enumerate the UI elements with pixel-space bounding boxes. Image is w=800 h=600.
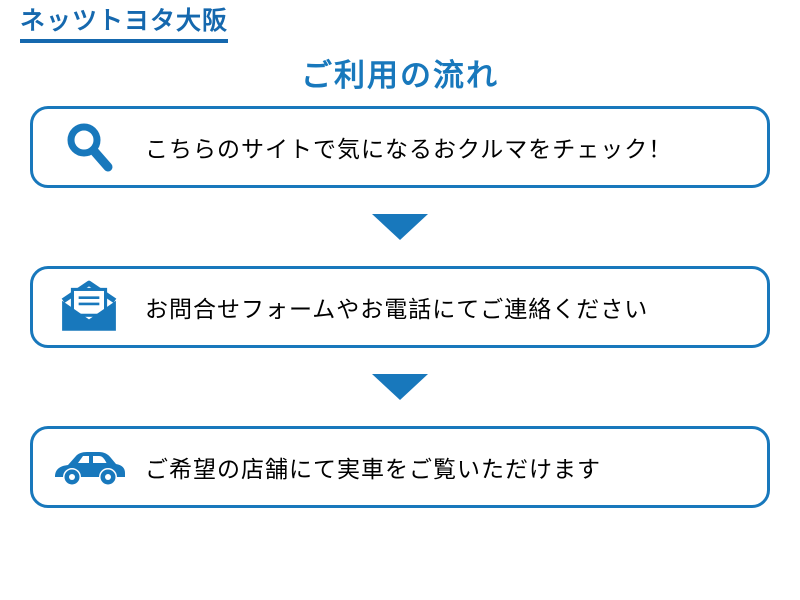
flow-step-contact: お問合せフォームやお電話にてご連絡ください bbox=[30, 266, 770, 348]
usage-flow: こちらのサイトで気になるおクルマをチェック！ お問合せフォームやお電話にてご連絡… bbox=[30, 106, 770, 508]
page-title: ご利用の流れ bbox=[301, 58, 499, 93]
flow-step-visit-shop: ご希望の店舗にて実車をご覧いただけます bbox=[30, 426, 770, 508]
arrow-row bbox=[30, 188, 770, 266]
flow-step-text: お問合せフォームやお電話にてご連絡ください bbox=[145, 296, 649, 322]
arrow-row bbox=[30, 348, 770, 426]
car-icon bbox=[33, 446, 145, 488]
magnifier-icon bbox=[33, 119, 145, 175]
flow-step-text: こちらのサイトで気になるおクルマをチェック！ bbox=[145, 136, 673, 162]
flow-step-text: ご希望の店舗にて実車をご覧いただけます bbox=[145, 456, 601, 482]
down-arrow-icon bbox=[372, 214, 428, 240]
mail-icon bbox=[33, 280, 145, 334]
flow-step-check-car: こちらのサイトで気になるおクルマをチェック！ bbox=[30, 106, 770, 188]
down-arrow-icon bbox=[372, 374, 428, 400]
brand-logo[interactable]: ネッツトヨタ大阪 bbox=[20, 7, 229, 43]
